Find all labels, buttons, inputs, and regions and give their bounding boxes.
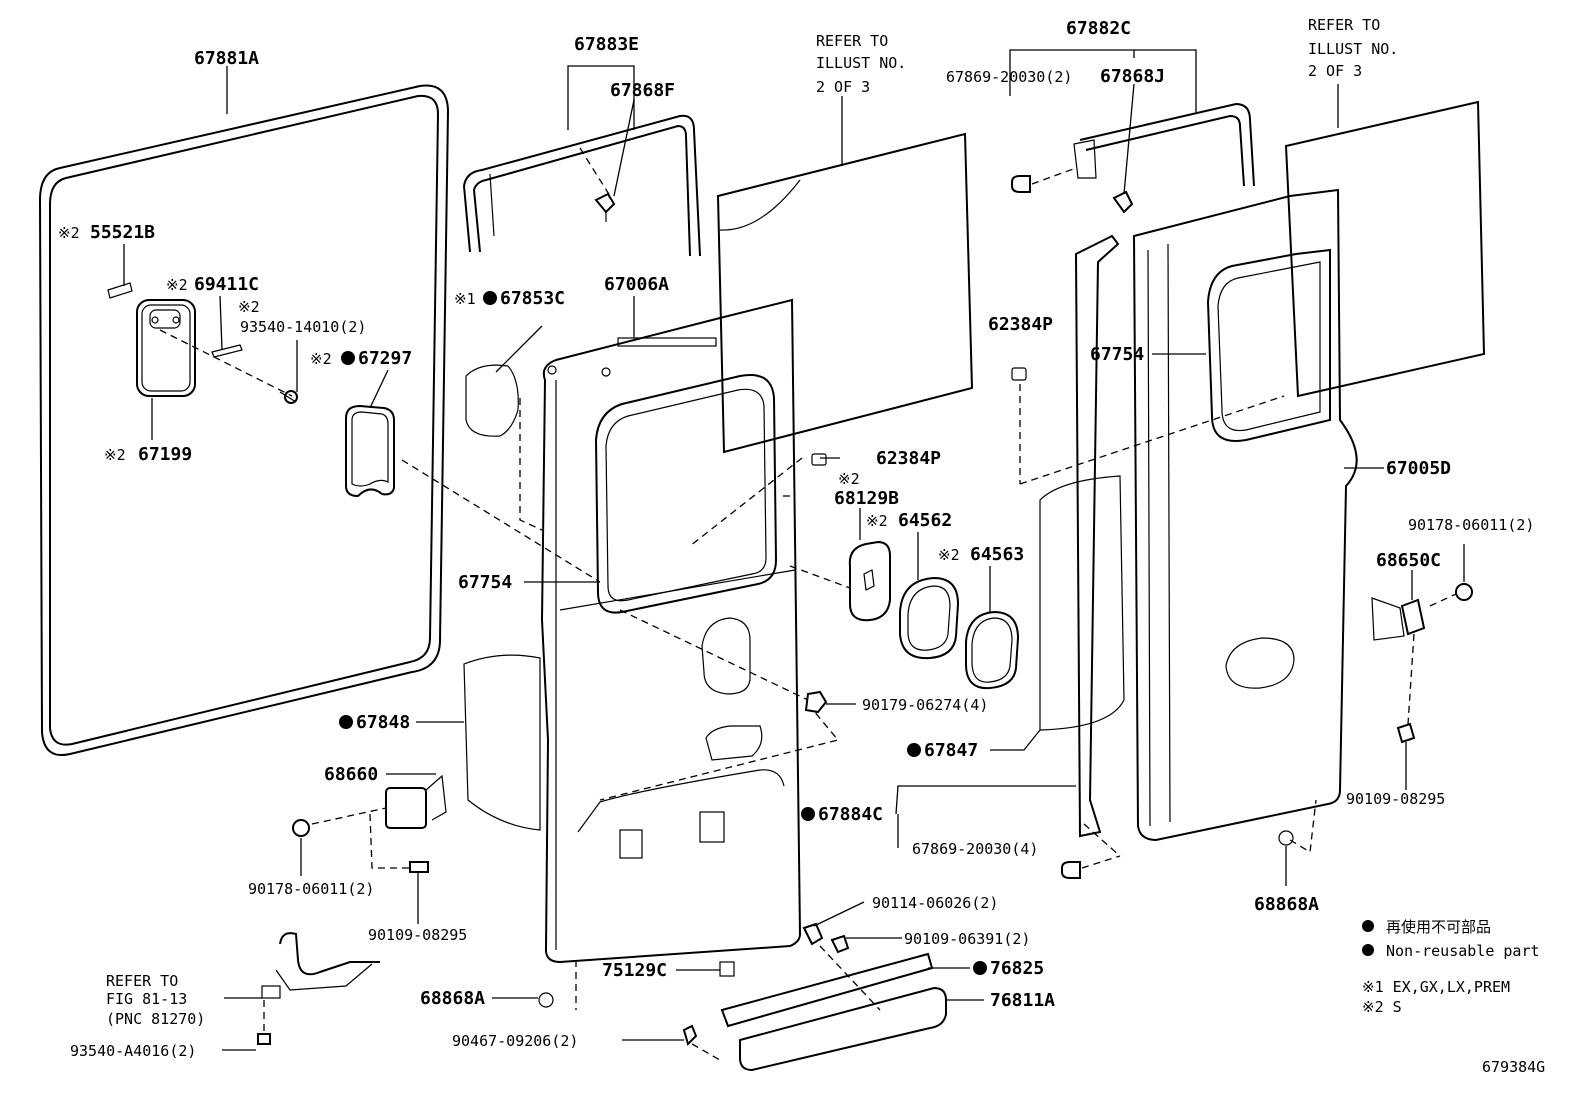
ref-fig-line2: FIG 81-13: [106, 990, 187, 1008]
label-68868A-right: 68868A: [1254, 894, 1319, 915]
left-leader-lines: [123, 66, 601, 583]
middle-small-parts-drawing: [804, 453, 1020, 714]
label-93540-14010: 93540-14010(2): [240, 318, 366, 336]
label-76825: 76825: [990, 958, 1044, 979]
glass-left-drawing: [716, 96, 974, 454]
non-reusable-dot-67847: [907, 743, 921, 757]
cable-assembly-drawing: [222, 932, 380, 1051]
plug-right-drawing: [1278, 799, 1317, 886]
legend-note-2: ※2 S: [1362, 998, 1402, 1016]
label-67853C: 67853C: [500, 288, 565, 309]
label-90109-08295-right: 90109-08295: [1346, 790, 1445, 808]
label-67005D: 67005D: [1386, 458, 1451, 479]
legend-dot-jp: [1362, 920, 1374, 932]
label-90178-06011-left: 90178-06011(2): [248, 880, 374, 898]
door-panel-right-drawing: [1011, 188, 1384, 842]
glass-right-drawing: [1284, 84, 1486, 398]
legend-dot-en: [1362, 944, 1374, 956]
figure-id: 679384G: [1482, 1058, 1545, 1076]
legend-non-reusable-jp: 再使用不可部品: [1386, 918, 1491, 936]
legend-note-1: ※1 EX,GX,LX,PREM: [1362, 978, 1510, 996]
hinge-right-drawing: [1371, 544, 1473, 790]
label-62384P-left: 62384P: [876, 448, 941, 469]
label-67869-20030-top: 67869-20030(2): [946, 68, 1072, 86]
note-mark-55521B: ※2: [58, 224, 80, 242]
door-weatherstrip-drawing: [38, 84, 450, 756]
note-mark-67853C: ※1: [454, 290, 476, 308]
note-mark-93540-14010: ※2: [238, 298, 260, 316]
ref-fig-line3: (PNC 81270): [106, 1010, 205, 1028]
ref-illust-left-line3: 2 OF 3: [816, 78, 870, 96]
non-reusable-dot-67853C: [483, 291, 497, 305]
ref-fig-line1: REFER TO: [106, 972, 178, 990]
ref-illust-right-line1: REFER TO: [1308, 16, 1380, 34]
watershield-right-drawing: [990, 475, 1125, 751]
label-75129C: 75129C: [602, 960, 667, 981]
label-67869-20030-bottom: 67869-20030(4): [912, 840, 1038, 858]
label-67847: 67847: [924, 740, 978, 761]
lower-middle-parts-drawing: [492, 901, 984, 1072]
window-channel-left-drawing: [462, 114, 701, 257]
label-90467-09206: 90467-09206(2): [452, 1032, 578, 1050]
label-67754-right: 67754: [1090, 344, 1144, 365]
window-channel-right-drawing: [1009, 49, 1255, 214]
ref-illust-left-line2: ILLUST NO.: [816, 54, 906, 72]
non-reusable-dot-67848: [339, 715, 353, 729]
label-90178-06011-right: 90178-06011(2): [1408, 516, 1534, 534]
label-67199: 67199: [138, 444, 192, 465]
non-reusable-dot-76825: [973, 961, 987, 975]
non-reusable-dot-67884C: [801, 807, 815, 821]
label-90114-06026: 90114-06026(2): [872, 894, 998, 912]
note-mark-64563: ※2: [938, 546, 960, 564]
label-67881A: 67881A: [194, 48, 259, 69]
ref-illust-right-line2: ILLUST NO.: [1308, 40, 1398, 58]
door-panel-left-drawing: [540, 298, 802, 964]
door-panel-left-leaders: [519, 296, 851, 801]
label-67882C: 67882C: [1066, 18, 1131, 39]
note-mark-67199: ※2: [104, 446, 126, 464]
label-68868A-left: 68868A: [420, 988, 485, 1009]
label-90109-08295-left: 90109-08295: [368, 926, 467, 944]
note-mark-64562: ※2: [866, 512, 888, 530]
label-67006A: 67006A: [604, 274, 669, 295]
legend-non-reusable-en: Non-reusable part: [1386, 942, 1540, 960]
note-mark-68129B: ※2: [838, 470, 860, 488]
label-67754-left: 67754: [458, 572, 512, 593]
label-76811A: 76811A: [990, 990, 1055, 1011]
bracket-leaders-right: [895, 785, 1121, 879]
label-64563: 64563: [970, 544, 1024, 565]
window-channel-left-leaders: [567, 65, 635, 197]
label-67868F: 67868F: [610, 80, 675, 101]
ref-illust-right-line3: 2 OF 3: [1308, 62, 1362, 80]
label-93540-A4016: 93540-A4016(2): [70, 1042, 196, 1060]
label-55521B: 55521B: [90, 222, 155, 243]
label-67883E: 67883E: [574, 34, 639, 55]
label-69411C: 69411C: [194, 274, 259, 295]
label-68660: 68660: [324, 764, 378, 785]
label-67868J: 67868J: [1100, 66, 1165, 87]
label-67884C: 67884C: [818, 804, 883, 825]
note-mark-69411C: ※2: [166, 276, 188, 294]
non-reusable-dot-67297: [341, 351, 355, 365]
label-90179-06274: 90179-06274(4): [862, 696, 988, 714]
note-mark-67297: ※2: [310, 350, 332, 368]
watershield-left-drawing: [416, 325, 543, 831]
label-62384P-right: 62384P: [988, 314, 1053, 335]
label-90109-06391: 90109-06391(2): [904, 930, 1030, 948]
label-68129B: 68129B: [834, 488, 899, 509]
label-64562: 64562: [898, 510, 952, 531]
ref-illust-left-line1: REFER TO: [816, 32, 888, 50]
label-67848: 67848: [356, 712, 410, 733]
left-small-parts-drawing: [107, 282, 395, 498]
hinge-left-drawing: [292, 773, 447, 924]
label-68650C: 68650C: [1376, 550, 1441, 571]
label-67297: 67297: [358, 348, 412, 369]
